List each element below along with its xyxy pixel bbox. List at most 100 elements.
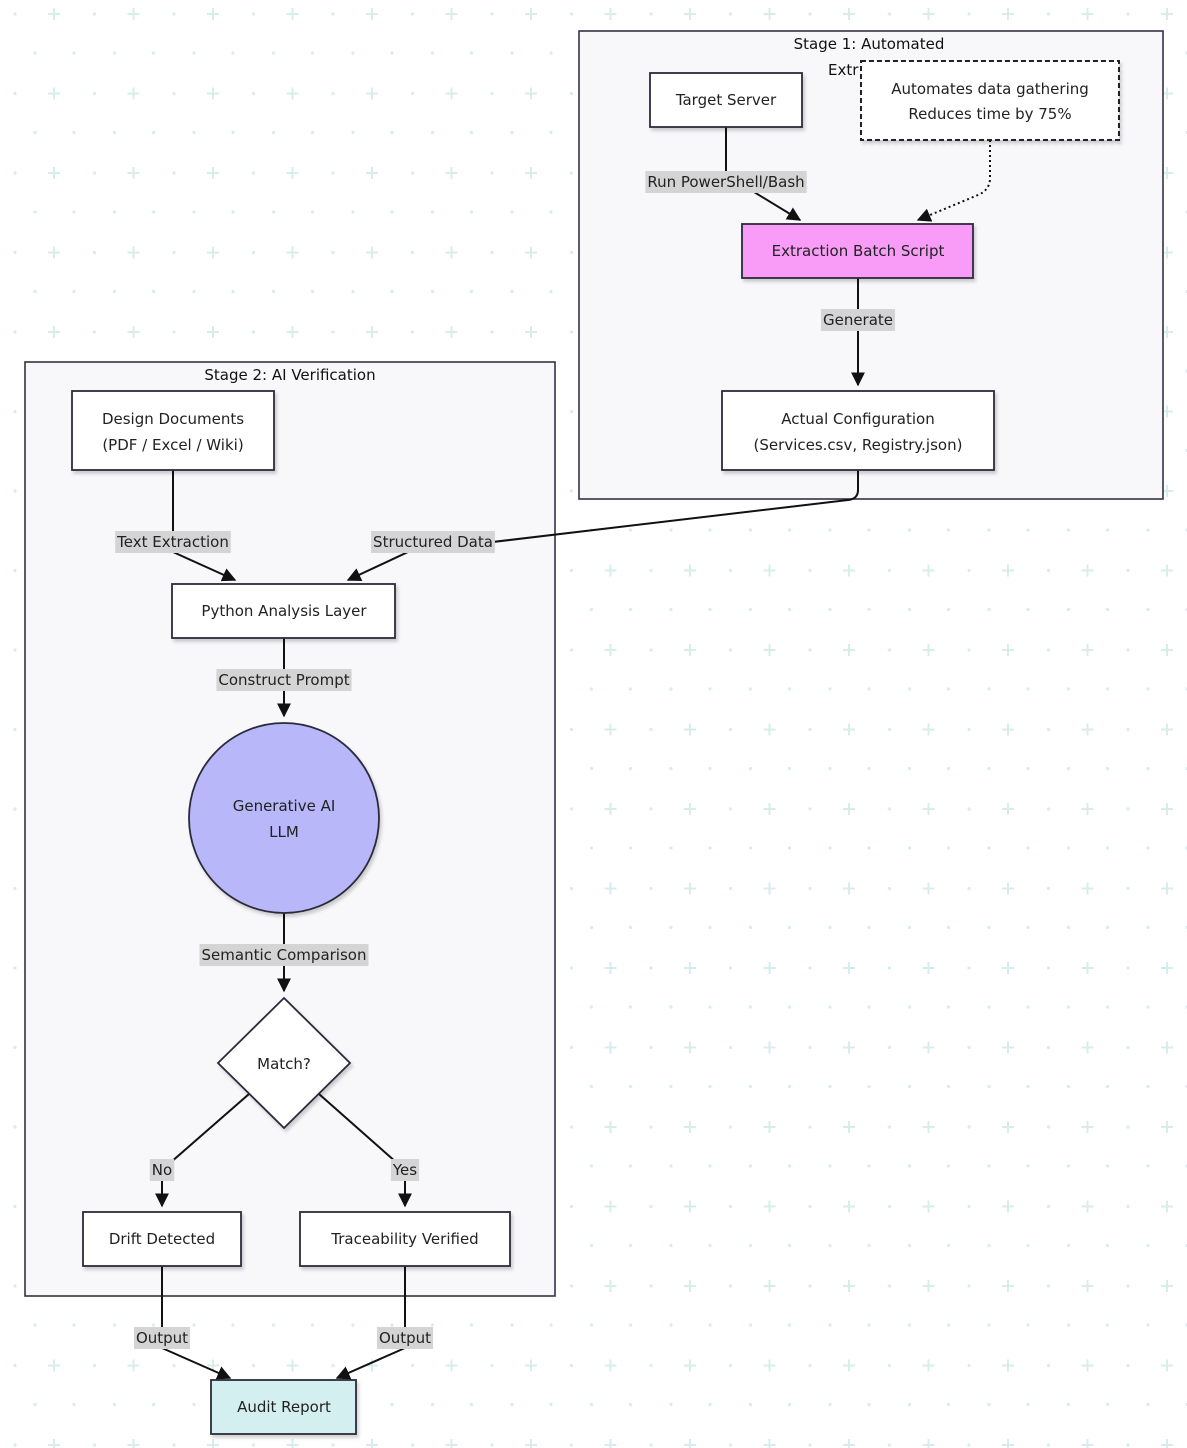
grid-dot xyxy=(728,1284,733,1288)
grid-plus xyxy=(48,246,60,259)
grid-dot xyxy=(867,687,871,691)
cluster-stage-1-title: Stage 1: Automated xyxy=(794,35,945,53)
grid-dot xyxy=(787,1402,792,1407)
grid-dot xyxy=(887,1284,892,1288)
grid-dot xyxy=(1126,727,1130,732)
grid-dot xyxy=(1026,925,1030,930)
grid-dot xyxy=(430,130,435,135)
grid-plus xyxy=(366,1439,378,1448)
grid-plus xyxy=(843,644,855,656)
grid-dot xyxy=(112,1402,117,1407)
grid-dot xyxy=(192,1402,196,1407)
grid-plus xyxy=(684,1200,696,1213)
grid-dot xyxy=(13,1125,17,1129)
grid-plus xyxy=(286,87,299,100)
grid-dot xyxy=(112,130,117,135)
grid-dot xyxy=(1146,528,1150,532)
node-extraction-batch-script[interactable]: Extraction Batch Script xyxy=(741,223,974,279)
grid-dot xyxy=(708,766,712,771)
grid-dot xyxy=(490,1443,494,1447)
node-drift-detected[interactable]: Drift Detected xyxy=(82,1211,242,1267)
grid-plus xyxy=(445,167,458,179)
edge-note-to-script xyxy=(916,140,991,222)
grid-dot xyxy=(251,171,256,175)
grid-plus xyxy=(48,1359,60,1372)
grid-plus xyxy=(922,803,935,815)
grid-dot xyxy=(1026,1164,1030,1168)
grid-dot xyxy=(13,330,17,334)
node-actual-configuration[interactable]: Actual Configuration (Services.csv, Regi… xyxy=(721,390,995,471)
grid-dot xyxy=(1105,607,1110,612)
grid-dot xyxy=(192,130,196,135)
note-automation[interactable]: Automates data gathering Reduces time by… xyxy=(860,60,1120,141)
grid-plus xyxy=(922,723,935,736)
grid-dot xyxy=(669,607,673,612)
grid-dot xyxy=(1046,1443,1051,1447)
grid-dot xyxy=(887,568,892,573)
grid-dot xyxy=(887,1125,892,1129)
node-traceability-verified[interactable]: Traceability Verified xyxy=(299,1211,511,1267)
grid-plus xyxy=(127,246,140,259)
grid-dot xyxy=(946,766,951,771)
grid-dot xyxy=(728,886,733,891)
grid-dot xyxy=(331,91,335,96)
grid-plus xyxy=(763,882,776,895)
grid-plus xyxy=(207,1439,219,1448)
node-design-documents[interactable]: Design Documents (PDF / Excel / Wiki) xyxy=(71,390,275,471)
node-traceability-verified-label: Traceability Verified xyxy=(330,1230,478,1248)
grid-dot xyxy=(1066,766,1071,771)
grid-dot xyxy=(569,807,574,811)
grid-dot xyxy=(1105,1323,1110,1327)
node-match-decision[interactable]: Match? xyxy=(216,996,352,1130)
grid-plus xyxy=(604,564,617,577)
grid-dot xyxy=(887,1363,892,1368)
grid-plus xyxy=(684,1280,696,1292)
grid-dot xyxy=(1126,1363,1130,1368)
node-generative-ai-llm[interactable]: Generative AI LLM xyxy=(188,722,380,914)
grid-dot xyxy=(13,1204,17,1209)
grid-plus xyxy=(843,1200,855,1213)
grid-dot xyxy=(628,1243,633,1248)
grid-plus xyxy=(1081,723,1094,736)
grid-dot xyxy=(669,1164,673,1168)
node-audit-report[interactable]: Audit Report xyxy=(210,1379,357,1435)
grid-plus xyxy=(604,723,617,736)
grid-plus xyxy=(286,1359,299,1372)
grid-dot xyxy=(13,966,17,970)
grid-plus xyxy=(1002,1280,1014,1292)
grid-plus xyxy=(525,246,537,259)
grid-plus xyxy=(604,1439,617,1448)
node-python-analysis-layer[interactable]: Python Analysis Layer xyxy=(171,583,396,639)
node-design-documents-line-2: (PDF / Excel / Wiki) xyxy=(102,436,243,454)
grid-plus xyxy=(1161,644,1173,656)
node-target-server[interactable]: Target Server xyxy=(649,72,803,128)
grid-dot xyxy=(172,250,176,255)
grid-dot xyxy=(1105,1243,1110,1248)
grid-dot xyxy=(967,807,971,811)
grid-dot xyxy=(828,1402,832,1407)
grid-plus xyxy=(763,1200,776,1213)
grid-dot xyxy=(1105,1402,1110,1407)
grid-dot xyxy=(390,130,394,135)
grid-dot xyxy=(649,727,653,732)
grid-dot xyxy=(708,846,712,850)
grid-dot xyxy=(669,1323,673,1327)
grid-dot xyxy=(13,91,17,96)
grid-dot xyxy=(987,846,991,850)
grid-plus xyxy=(1161,882,1173,895)
svg-text:No: No xyxy=(152,1161,172,1179)
grid-dot xyxy=(907,1005,912,1009)
grid-plus xyxy=(1002,882,1014,895)
node-actual-configuration-line-1: Actual Configuration xyxy=(781,410,935,428)
grid-plus xyxy=(1002,564,1014,577)
grid-plus xyxy=(1161,1439,1173,1448)
grid-dot xyxy=(589,1323,594,1327)
grid-dot xyxy=(828,1084,832,1089)
grid-plus xyxy=(763,564,776,577)
cluster-stage-2-title: Stage 2: AI Verification xyxy=(204,366,375,384)
grid-dot xyxy=(987,528,991,532)
grid-dot xyxy=(410,1363,415,1368)
grid-dot xyxy=(13,1443,17,1447)
grid-dot xyxy=(72,1323,76,1327)
grid-dot xyxy=(967,568,971,573)
